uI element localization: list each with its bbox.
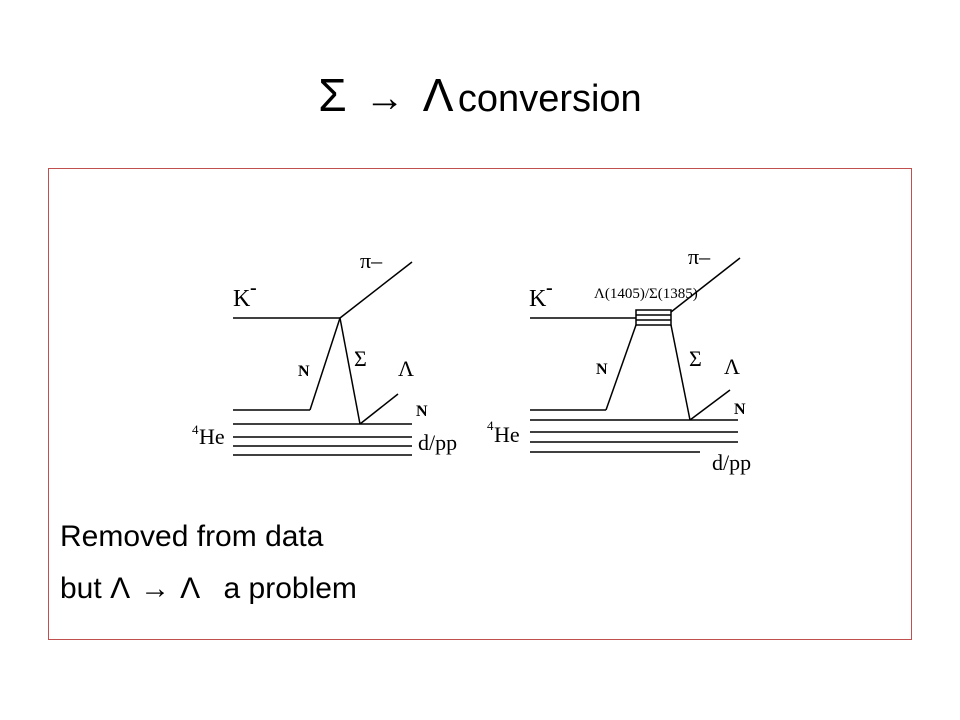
- right-lambda-line: [689, 389, 731, 421]
- right-nucleon2-label: N: [734, 401, 746, 418]
- right-target-sup: 4: [487, 418, 494, 433]
- right-spectator-label: d/pp: [712, 450, 751, 475]
- body-line-1: Removed from data: [60, 520, 324, 553]
- line2-suffix: a problem: [223, 572, 357, 605]
- left-target-sup: 4: [192, 422, 199, 437]
- left-nucleon1-label: N: [298, 363, 310, 380]
- right-resonance-box: [635, 309, 672, 326]
- right-nucleon-line: [605, 324, 637, 411]
- right-kaon-label: K: [529, 286, 547, 312]
- left-pion-label: π–: [360, 248, 383, 273]
- line2-to-symbol: Λ: [180, 572, 199, 605]
- right-kaon-sup: -: [546, 277, 553, 299]
- left-sigma-label: Σ: [354, 346, 367, 371]
- diagram-right-labels: K - π– Λ(1405)/Σ(1385) N Σ Λ N 4 He d/pp: [487, 244, 751, 475]
- right-sigma-line: [670, 324, 691, 421]
- right-sigma-label: Σ: [689, 346, 702, 371]
- right-pion-line: [670, 257, 741, 313]
- line2-prefix: but: [60, 572, 102, 605]
- left-nucleon-line: [309, 317, 341, 411]
- content-frame: [48, 168, 912, 640]
- left-lambda-line: [359, 393, 399, 425]
- diagram-left-labels: K - π– N Σ Λ N 4 He d/pp: [192, 248, 457, 455]
- left-kaon-sup: -: [250, 277, 257, 299]
- title-arrow-icon: →: [364, 76, 405, 120]
- diagram-left: [233, 261, 413, 456]
- body-line-2: but Λ → Λ a problem: [60, 572, 357, 606]
- diagram-right: [530, 257, 741, 453]
- title-word: conversion: [457, 78, 642, 120]
- slide-title: Σ → Λ conversion: [0, 68, 960, 122]
- line2-from-symbol: Λ: [110, 572, 131, 605]
- right-lambda-label: Λ: [724, 354, 740, 379]
- left-kaon-label: K: [233, 286, 251, 312]
- right-resonance-label: Λ(1405)/Σ(1385): [594, 286, 698, 302]
- left-lambda-label: Λ: [398, 356, 414, 381]
- right-nucleon1-label: N: [596, 361, 608, 378]
- left-sigma-line: [339, 317, 361, 425]
- left-nucleon2-label: N: [416, 403, 428, 420]
- left-pion-line: [339, 261, 413, 319]
- line2-arrow-icon: →: [140, 572, 171, 605]
- right-pion-label: π–: [688, 244, 711, 269]
- left-spectator-label: d/pp: [418, 430, 457, 455]
- title-sigma: Σ: [318, 69, 347, 121]
- left-target-label: He: [199, 424, 225, 449]
- right-target-label: He: [494, 422, 520, 447]
- title-lambda: Λ: [422, 69, 454, 121]
